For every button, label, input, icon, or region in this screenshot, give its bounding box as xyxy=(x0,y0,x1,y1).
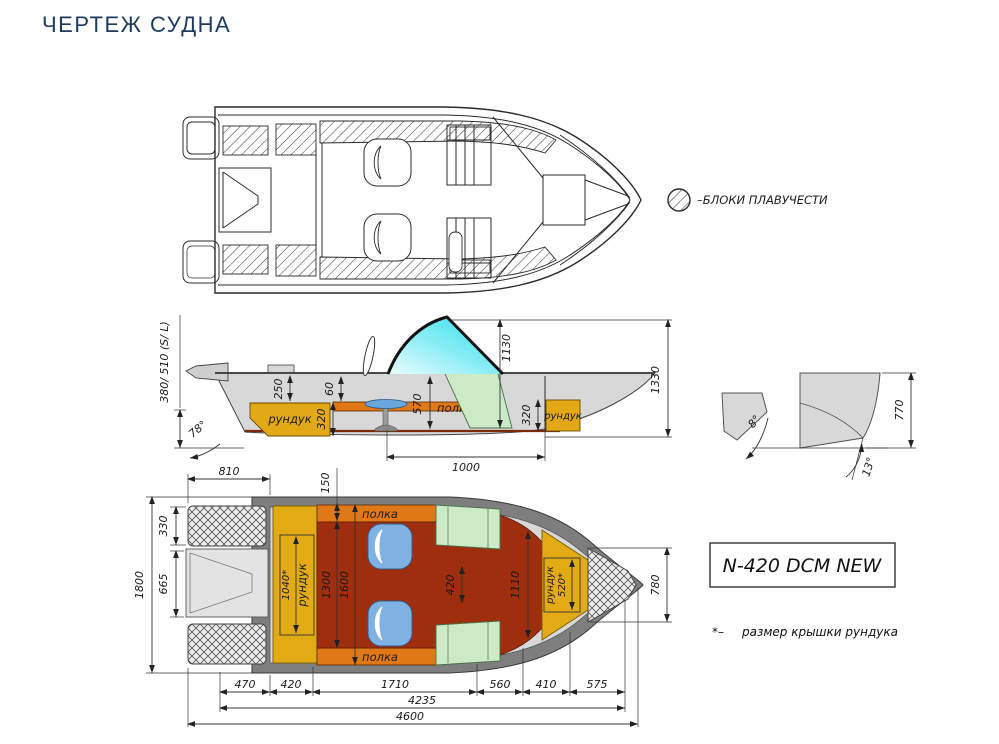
top-seats xyxy=(363,138,412,262)
dim-420-aisle: 420 xyxy=(444,575,457,596)
dim-13deg: 13° xyxy=(859,456,877,479)
legend-label: –БЛОКИ ПЛАВУЧЕСТИ xyxy=(697,193,828,207)
top-platform-port xyxy=(182,116,220,160)
top-platform-stbd-inner xyxy=(186,245,216,279)
dim-4600: 4600 xyxy=(396,710,424,723)
legend: –БЛОКИ ПЛАВУЧЕСТИ xyxy=(667,188,828,212)
dim-570: 570 xyxy=(411,394,424,415)
dim-1110: 1110 xyxy=(509,571,522,599)
top-bow-structure xyxy=(492,116,631,284)
plan-locker-bow-lid xyxy=(543,557,581,613)
dim-1600: 1600 xyxy=(338,571,351,599)
section-view: 770 8° 13° xyxy=(721,372,916,481)
dim-60: 60 xyxy=(323,382,336,396)
top-platform-stbd xyxy=(182,240,220,284)
plan-shelf-top-label: полка xyxy=(362,507,398,521)
plan-locker-bow-label: рундук xyxy=(545,566,556,605)
dim-78deg: 78° xyxy=(186,418,209,440)
dim-420: 420 xyxy=(281,678,302,691)
top-view xyxy=(182,106,642,294)
top-view-hull-outline xyxy=(214,106,642,294)
dim-665: 665 xyxy=(157,574,170,595)
dim-575: 575 xyxy=(587,678,608,691)
plan-view: полка полка рундук рундук 810 150 330 xyxy=(133,465,672,727)
buoyancy-hatch-swatch xyxy=(667,188,691,212)
top-platform-port-inner xyxy=(186,121,216,155)
dim-320-left: 320 xyxy=(315,409,328,430)
top-view-inner-gunwale xyxy=(218,114,631,286)
buoyancy-blocks xyxy=(222,120,557,280)
plan-platform-top xyxy=(187,505,267,547)
plan-bow-crosshatch xyxy=(587,547,637,623)
plan-benches xyxy=(435,504,501,666)
top-console-pocket xyxy=(448,231,463,273)
dim-470: 470 xyxy=(235,678,256,691)
section-chine-line xyxy=(799,402,864,439)
steering-wheel xyxy=(362,335,376,377)
dim-transom-height: 380/ 510 (S/ L) xyxy=(158,321,171,403)
side-view: рундук рундук полка 380/ 510 (S/ L) xyxy=(158,315,672,474)
plan-locker-stern-label: рундук xyxy=(295,563,309,607)
plan-motor-well xyxy=(185,548,269,618)
cockpit-table xyxy=(364,399,408,432)
side-stern-step xyxy=(267,364,295,374)
dim-520: 520* xyxy=(557,573,568,597)
footnote-text: размер крышки рундука xyxy=(741,625,898,639)
side-locker-left-label: рундук xyxy=(267,412,311,426)
dim-410: 410 xyxy=(536,678,557,691)
dim-320-right: 320 xyxy=(520,405,533,426)
side-windshield-frame xyxy=(386,315,505,376)
section-bracket xyxy=(721,392,768,441)
side-locker-right xyxy=(545,399,581,432)
plan-dimensions: 810 150 330 665 1800 1040* xyxy=(133,465,672,727)
dim-560: 560 xyxy=(490,678,511,691)
page-title: ЧЕРТЕЖ СУДНА xyxy=(42,12,232,37)
footnote: *– размер крышки рундука xyxy=(712,625,898,639)
side-swim-platform xyxy=(185,362,229,382)
top-motor-well xyxy=(218,167,272,233)
seat-crescent xyxy=(373,220,382,255)
dim-1000: 1000 xyxy=(452,461,480,474)
top-bulkhead xyxy=(315,143,323,257)
dim-780: 780 xyxy=(649,575,662,596)
plan-platform-bottom xyxy=(187,623,267,665)
side-locker-left xyxy=(249,402,331,437)
dim-810: 810 xyxy=(219,465,240,478)
model-box: N-420 DCM NEW xyxy=(709,542,896,588)
seat-crescent xyxy=(373,145,382,180)
dim-250: 250 xyxy=(272,379,285,400)
model-box-frame xyxy=(709,542,896,588)
footnote-marker: *– xyxy=(712,625,724,639)
dim-1330: 1330 xyxy=(649,366,662,394)
plan-locker-stern-lid xyxy=(279,534,315,636)
side-locker-right-label: рундук xyxy=(543,411,582,422)
dim-1710: 1710 xyxy=(381,678,409,691)
model-name: N-420 DCM NEW xyxy=(723,555,883,577)
top-consoles xyxy=(446,124,492,279)
dim-330: 330 xyxy=(157,516,170,537)
dim-1800: 1800 xyxy=(133,571,146,599)
dim-4235: 4235 xyxy=(408,694,436,707)
dim-770: 770 xyxy=(893,400,906,421)
plan-seats xyxy=(367,523,413,647)
dim-1130: 1130 xyxy=(500,334,513,362)
plan-shelf-bottom-label: полка xyxy=(362,650,398,664)
dim-1300: 1300 xyxy=(320,571,333,599)
section-transom xyxy=(799,372,881,449)
dim-1040: 1040* xyxy=(281,570,292,600)
dim-150: 150 xyxy=(319,473,332,494)
side-windshield-glass xyxy=(388,317,503,374)
